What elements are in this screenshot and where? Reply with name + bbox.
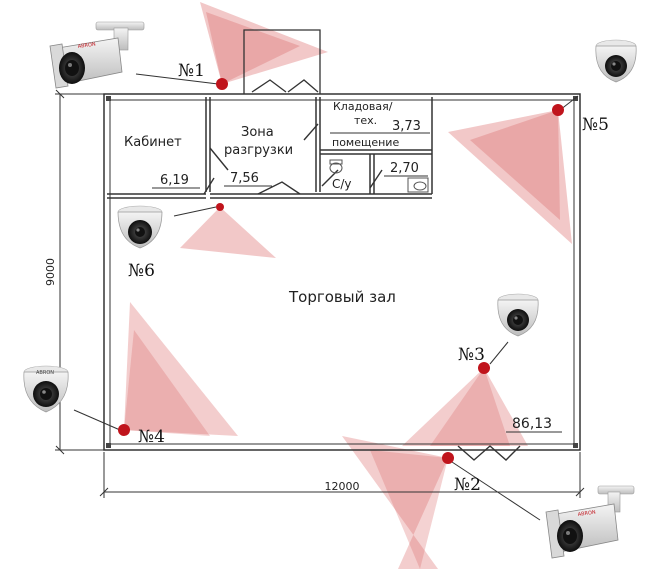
room-storage-area: 3,73 bbox=[392, 119, 421, 134]
camera-label-6: №6 bbox=[128, 261, 155, 281]
camera-point-1 bbox=[216, 78, 228, 90]
bullet-camera-1-icon: ABRON bbox=[49, 21, 145, 89]
room-hall-area: 86,13 bbox=[512, 416, 552, 432]
room-unload-area: 7,56 bbox=[230, 171, 259, 186]
coverage-zone-4-inner bbox=[124, 330, 210, 436]
coverage-zone-1-inner bbox=[206, 12, 300, 84]
coverage-zone-3 bbox=[402, 368, 528, 446]
camera-label-1: №1 bbox=[178, 61, 205, 81]
camera-point-3 bbox=[478, 362, 490, 374]
doors bbox=[203, 123, 521, 461]
dome-camera-4-brand: ABRON bbox=[36, 370, 54, 376]
dimension-height: 9000 bbox=[44, 258, 57, 286]
coverage-zone-5-inner bbox=[470, 110, 560, 220]
walls bbox=[103, 93, 581, 451]
toilet bbox=[329, 162, 343, 174]
dome-camera-6-icon bbox=[117, 205, 163, 249]
camera-point-5 bbox=[552, 104, 564, 116]
door-top bbox=[251, 79, 287, 93]
coverage-zone-2 bbox=[342, 436, 448, 569]
bullet-camera-2-brand: ABRON bbox=[577, 509, 596, 517]
camera-point-4 bbox=[118, 424, 130, 436]
room-storage-name-line2: тех. bbox=[354, 114, 377, 127]
room-hall-name: Торговый зал bbox=[288, 288, 396, 306]
coverage-zones bbox=[124, 2, 572, 569]
door-main bbox=[457, 445, 521, 461]
room-labels: Кабинет 6,19 Зона разгрузки 7,56 Кладова… bbox=[124, 100, 562, 433]
fixtures bbox=[329, 159, 429, 193]
coverage-zone-1 bbox=[200, 2, 328, 84]
dimension-width: 12000 bbox=[325, 480, 360, 493]
camera-label-3: №3 bbox=[458, 345, 485, 365]
room-cabinet-area: 6,19 bbox=[160, 173, 189, 188]
dome-camera-4-icon: ABRON bbox=[23, 365, 69, 413]
loading-vestibule bbox=[243, 29, 321, 94]
room-storage-name-line1: Кладовая/ bbox=[333, 100, 393, 113]
camera-label-5: №5 bbox=[582, 115, 609, 135]
door-unload bbox=[209, 147, 229, 171]
door-unload-hall bbox=[257, 181, 301, 195]
coverage-zone-2-inner bbox=[370, 450, 448, 569]
camera-labels: №1 №2 №3 №4 №5 №6 bbox=[128, 61, 609, 495]
room-wc-name: С/у bbox=[332, 177, 352, 191]
camera-label-4: №4 bbox=[138, 427, 165, 447]
camera-point-2 bbox=[442, 452, 454, 464]
coverage-zone-3-inner bbox=[430, 368, 510, 446]
bullet-camera-1-brand: ABRON bbox=[77, 41, 96, 49]
camera-point-6 bbox=[216, 203, 224, 211]
sink-2 bbox=[407, 177, 429, 193]
coverage-zone-4 bbox=[124, 302, 238, 436]
camera-label-2: №2 bbox=[454, 475, 481, 495]
room-wc-area: 2,70 bbox=[390, 161, 419, 176]
outer-wall-inner bbox=[109, 99, 575, 445]
sink bbox=[413, 181, 427, 191]
outer-wall bbox=[103, 93, 581, 451]
dome-camera-5-icon bbox=[595, 39, 637, 83]
door-wc2 bbox=[369, 169, 383, 189]
coverage-zone-5 bbox=[448, 110, 572, 244]
dome-camera-3-icon bbox=[497, 293, 539, 337]
room-cabinet-name: Кабинет bbox=[124, 135, 182, 150]
door-cabinet bbox=[203, 177, 215, 195]
room-storage-name-line3: помещение bbox=[332, 136, 399, 149]
room-unload-name-line1: Зона bbox=[241, 125, 274, 140]
camera-points bbox=[73, 73, 579, 521]
room-unload-name-line2: разгрузки bbox=[224, 143, 293, 158]
door-storage bbox=[303, 123, 319, 141]
bullet-camera-2-icon: ABRON bbox=[545, 485, 635, 559]
coverage-zone-6 bbox=[180, 207, 276, 258]
